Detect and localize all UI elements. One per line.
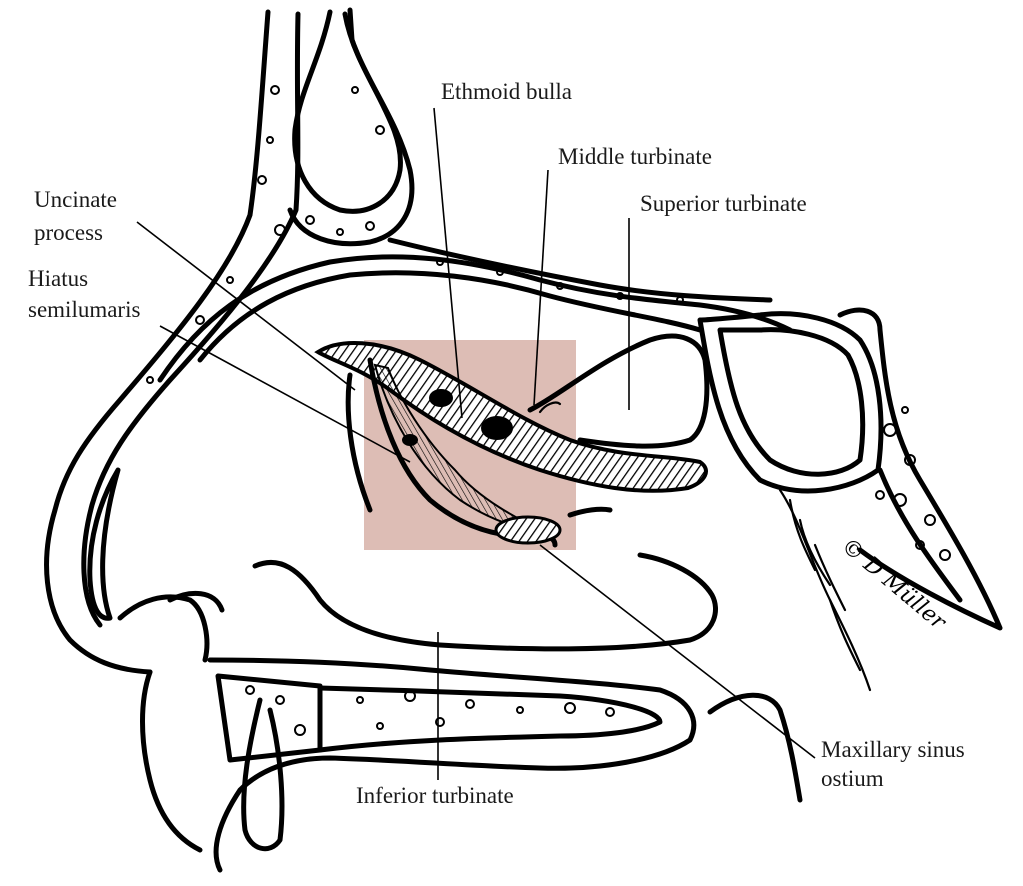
- label-uncinate-process-line2: process: [34, 219, 103, 247]
- sphenoid-sinus: [700, 310, 1000, 628]
- hard-palate: [143, 660, 801, 870]
- nasal-bone: [47, 12, 298, 672]
- label-uncinate-process-line1: Uncinate: [34, 186, 117, 214]
- label-inferior-turbinate: Inferior turbinate: [356, 782, 514, 810]
- artist-signature: © D Müller: [836, 533, 951, 635]
- label-hiatus-semilunaris-line2: semilumaris: [28, 296, 140, 324]
- leader-maxillary-sinus-ostium: [540, 545, 815, 758]
- label-maxillary-sinus-ostium-line2: ostium: [821, 765, 884, 793]
- label-middle-turbinate: Middle turbinate: [558, 143, 712, 171]
- label-superior-turbinate: Superior turbinate: [640, 190, 807, 218]
- label-ethmoid-bulla: Ethmoid bulla: [441, 78, 572, 106]
- label-hiatus-semilunaris-line1: Hiatus: [28, 265, 88, 293]
- inferior-turbinate-shape: [255, 555, 716, 649]
- label-maxillary-sinus-ostium-line1: Maxillary sinus: [821, 736, 965, 764]
- posterior-fringe: [780, 490, 870, 690]
- nostril: [120, 593, 222, 660]
